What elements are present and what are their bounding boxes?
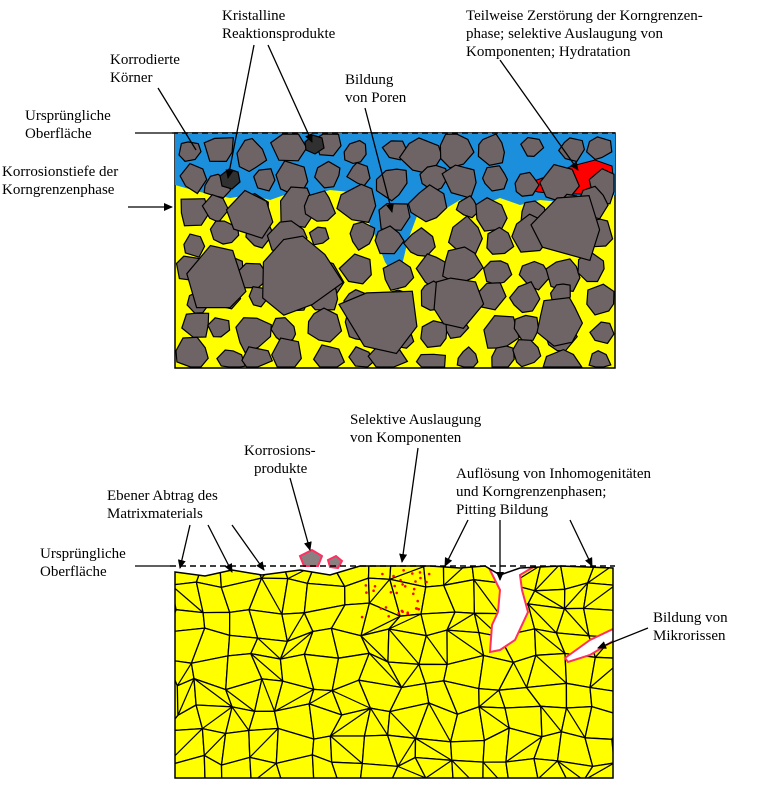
leaching-dot: [365, 591, 368, 594]
corrosion-product: [300, 550, 322, 566]
label-korrodierte-koerner: Korrodierte Körner: [110, 52, 184, 86]
leader-kristalline-2: [268, 45, 312, 142]
leaching-dot: [414, 580, 417, 583]
grain: [585, 707, 626, 740]
bottom-diagram: [164, 550, 626, 781]
grain: [587, 284, 614, 315]
leaching-dot: [416, 600, 419, 603]
leader-selektive: [402, 448, 418, 562]
label-top-urspruengliche-oberflaeche: Ursprüngliche Oberfläche: [25, 108, 115, 142]
bottom-grain-boundaries: [164, 554, 626, 781]
grain: [204, 138, 233, 162]
leaching-dot: [411, 572, 414, 575]
label-teilweise-zerstoerung: Teilweise Zerstörung der Korngrenzen- ph…: [466, 8, 707, 60]
grain: [492, 346, 514, 367]
leaching-dot: [397, 612, 400, 615]
leaching-dot: [372, 589, 375, 592]
leaching-dot: [399, 579, 402, 582]
leaching-dot: [415, 607, 418, 610]
leaching-dot: [413, 588, 416, 591]
leaching-dot: [402, 569, 405, 572]
label-bildung-von-poren: Bildung von Poren: [345, 72, 407, 106]
grain: [584, 583, 626, 611]
grain: [417, 354, 446, 367]
leaching-dot: [406, 613, 409, 616]
label-bottom-urspruengliche-oberflaeche: Ursprüngliche Oberfläche: [40, 546, 130, 580]
label-korrosionstiefe: Korrosionstiefe der Korngrenzenphase: [2, 164, 122, 198]
leaching-dot: [392, 575, 395, 578]
label-aufloesung: Auflösung von Inhomogenitäten und Korngr…: [456, 466, 655, 518]
leader-ebener-3: [232, 525, 264, 570]
label-ebener-abtrag: Ebener Abtrag des Matrixmaterials: [107, 488, 222, 522]
leaching-dot: [401, 610, 404, 613]
leaching-dot: [417, 608, 420, 611]
leaching-dot: [380, 607, 383, 610]
leader-ebener-2: [208, 525, 232, 572]
leaching-dot: [361, 616, 364, 619]
leaching-dot: [419, 577, 422, 580]
leaching-dot: [393, 585, 396, 588]
grain: [566, 683, 591, 708]
leaching-dot: [395, 592, 398, 595]
leader-aufloesung-1: [445, 520, 468, 566]
leaching-dot: [419, 571, 422, 574]
leaching-dot: [390, 591, 393, 594]
label-kristalline-reaktionsprodukte: Kristalline Reaktionsprodukte: [222, 8, 336, 42]
leaching-dot: [365, 584, 368, 587]
leaching-dot: [381, 573, 384, 576]
grain: [451, 741, 485, 763]
leader-aufloesung-3: [570, 520, 592, 566]
label-korrosionsprodukte: Korrosions- produkte: [244, 443, 319, 477]
leaching-dot: [385, 606, 388, 609]
label-selektive-auslaugung: Selektive Auslaugung von Komponenten: [350, 412, 485, 446]
leader-ebener-1: [180, 525, 190, 568]
leaching-dot: [401, 583, 404, 586]
label-bildung-mikrorissen: Bildung von Mikrorissen: [653, 610, 731, 644]
leaching-dot: [404, 585, 407, 588]
bottom-grain-field: [164, 554, 626, 781]
grain: [590, 657, 624, 691]
leaching-dot: [412, 593, 415, 596]
top-diagram: [172, 133, 615, 368]
leader-korrosionsprodukte: [290, 478, 310, 550]
leaching-dot: [387, 615, 390, 618]
leaching-dot: [428, 573, 431, 576]
grain: [249, 711, 278, 730]
leaching-dot: [374, 585, 377, 588]
leaching-dot: [425, 581, 428, 584]
